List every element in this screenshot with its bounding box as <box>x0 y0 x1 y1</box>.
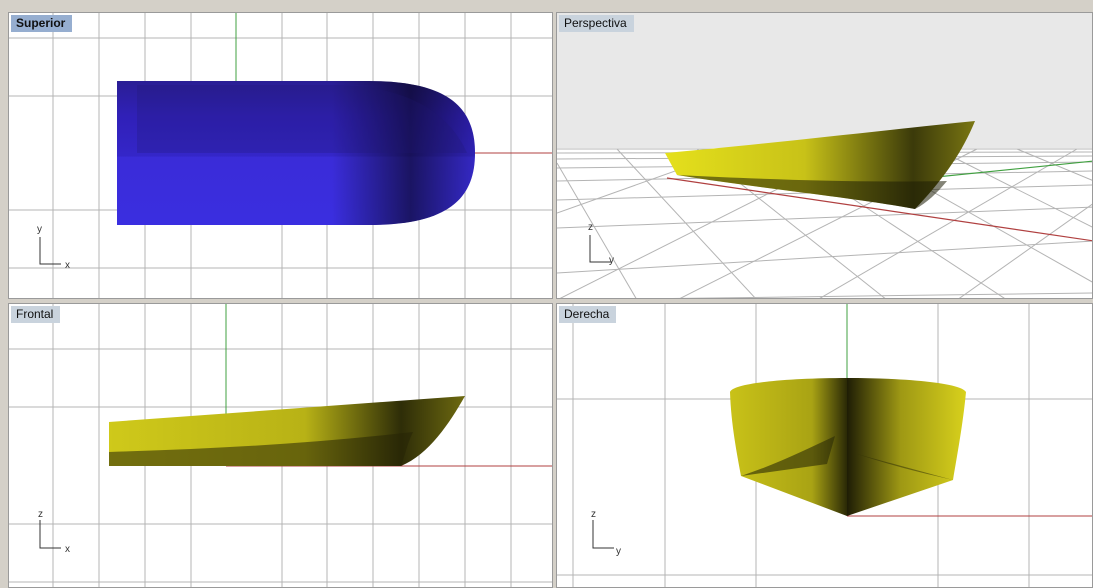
viewport-title-derecha[interactable]: Derecha <box>559 306 617 323</box>
hull-shape-top[interactable] <box>117 81 475 225</box>
axis-label-z: z <box>588 222 593 233</box>
axis-label-x: x <box>65 260 70 271</box>
axis-label-z: z <box>591 509 596 520</box>
grid <box>9 304 552 587</box>
viewport-frontal[interactable]: z x Frontal <box>8 303 553 588</box>
hull-shape-front[interactable] <box>109 396 465 466</box>
viewport-title-perspectiva[interactable]: Perspectiva <box>559 15 634 32</box>
axis-label-y: y <box>616 546 621 557</box>
axis-icon: z x <box>38 509 70 555</box>
hull-shape-perspective[interactable] <box>665 121 975 209</box>
viewport-perspectiva[interactable]: z y Perspectiva <box>556 12 1093 299</box>
axis-label-y: y <box>37 224 42 235</box>
axis-label-x: x <box>65 544 70 555</box>
viewport-derecha-canvas[interactable]: z y <box>557 304 1093 588</box>
x-axis-line <box>666 177 1092 242</box>
viewport-derecha[interactable]: z y Derecha <box>556 303 1093 588</box>
axis-icon: z y <box>591 509 621 557</box>
viewport-frontal-canvas[interactable]: z x <box>9 304 553 588</box>
viewport-superior-canvas[interactable]: y x <box>9 13 553 299</box>
viewport-title-superior[interactable]: Superior <box>11 15 73 32</box>
axis-label-y: y <box>609 255 614 266</box>
viewport-superior[interactable]: y x Superior <box>8 12 553 299</box>
axis-icon: z y <box>588 222 614 266</box>
axis-icon: y x <box>37 224 70 271</box>
viewport-perspectiva-canvas[interactable]: z y <box>557 13 1093 299</box>
viewport-title-frontal[interactable]: Frontal <box>11 306 61 323</box>
hull-shape-right[interactable] <box>730 378 966 516</box>
axis-label-z: z <box>38 509 43 520</box>
